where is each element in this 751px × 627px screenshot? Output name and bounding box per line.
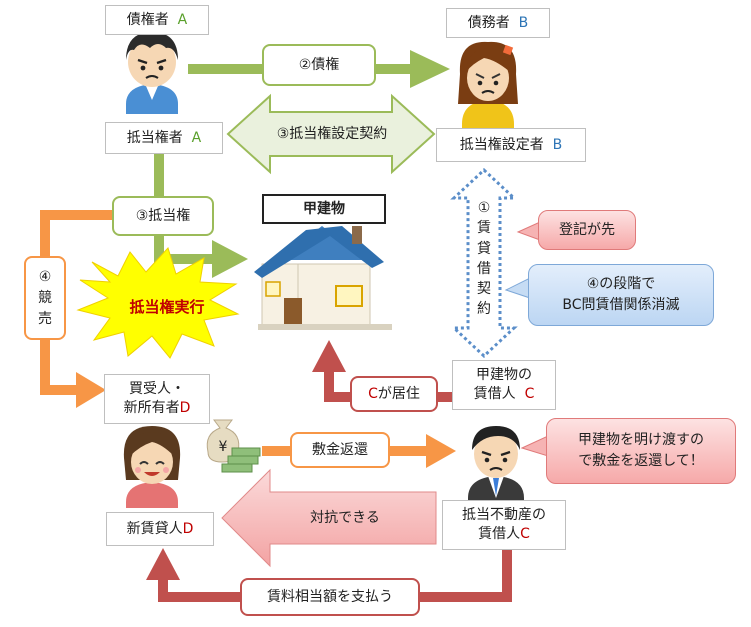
tenant-label: 甲建物の 賃借人 C <box>452 360 556 410</box>
woman-icon <box>458 41 518 132</box>
creditor-label: 債権者 A <box>105 5 209 35</box>
buyer-label: 買受人・ 新所有者D <box>104 374 210 424</box>
callout-tail <box>516 221 541 241</box>
explosion-star-icon <box>76 247 240 359</box>
man-icon <box>126 32 178 114</box>
debtor-label: 債務者 B <box>446 8 550 38</box>
callout-tail <box>520 435 549 457</box>
can-oppose-label: 対抗できる <box>310 509 380 526</box>
mortgagee-label: 抵当権者 A <box>105 122 223 154</box>
mortgage-contract-label: ③抵当権設定契約 <box>276 125 388 142</box>
money-bag-icon: ¥ <box>206 419 261 473</box>
execution-label: 抵当権実行 <box>129 297 205 316</box>
hand-over-note: 甲建物を明け渡すの で敷金を返還して！ <box>546 418 736 484</box>
mortgagor-label: 抵当権設定者 B <box>436 128 586 162</box>
lease-ended-note: ④の段階で BC問賃借関係消滅 <box>528 264 714 326</box>
smiling-woman-icon <box>123 426 181 508</box>
mortgage-right-label: ③抵当権 <box>112 196 214 236</box>
claim-label: ②債権 <box>262 44 376 86</box>
callout-tail <box>504 277 531 299</box>
auction-label: ④ 競 売 <box>24 256 66 340</box>
lease-label: ① 賃 貸 借 契 約 <box>477 200 491 318</box>
deposit-return-label: 敷金返還 <box>290 432 390 468</box>
can-oppose-arrow <box>221 468 437 568</box>
rent-payment-label: 賃料相当額を支払う <box>240 578 420 616</box>
registration-first-note: 登記が先 <box>538 210 636 250</box>
house-icon <box>254 226 392 330</box>
mortgage-contract-arrow <box>226 93 436 175</box>
building-label: 甲建物 <box>262 194 386 224</box>
lease-arrow <box>450 167 518 359</box>
businessman-icon <box>468 426 524 504</box>
svg-text:¥: ¥ <box>219 439 228 455</box>
mortgaged-tenant-label: 抵当不動産の 賃借人C <box>442 500 566 550</box>
